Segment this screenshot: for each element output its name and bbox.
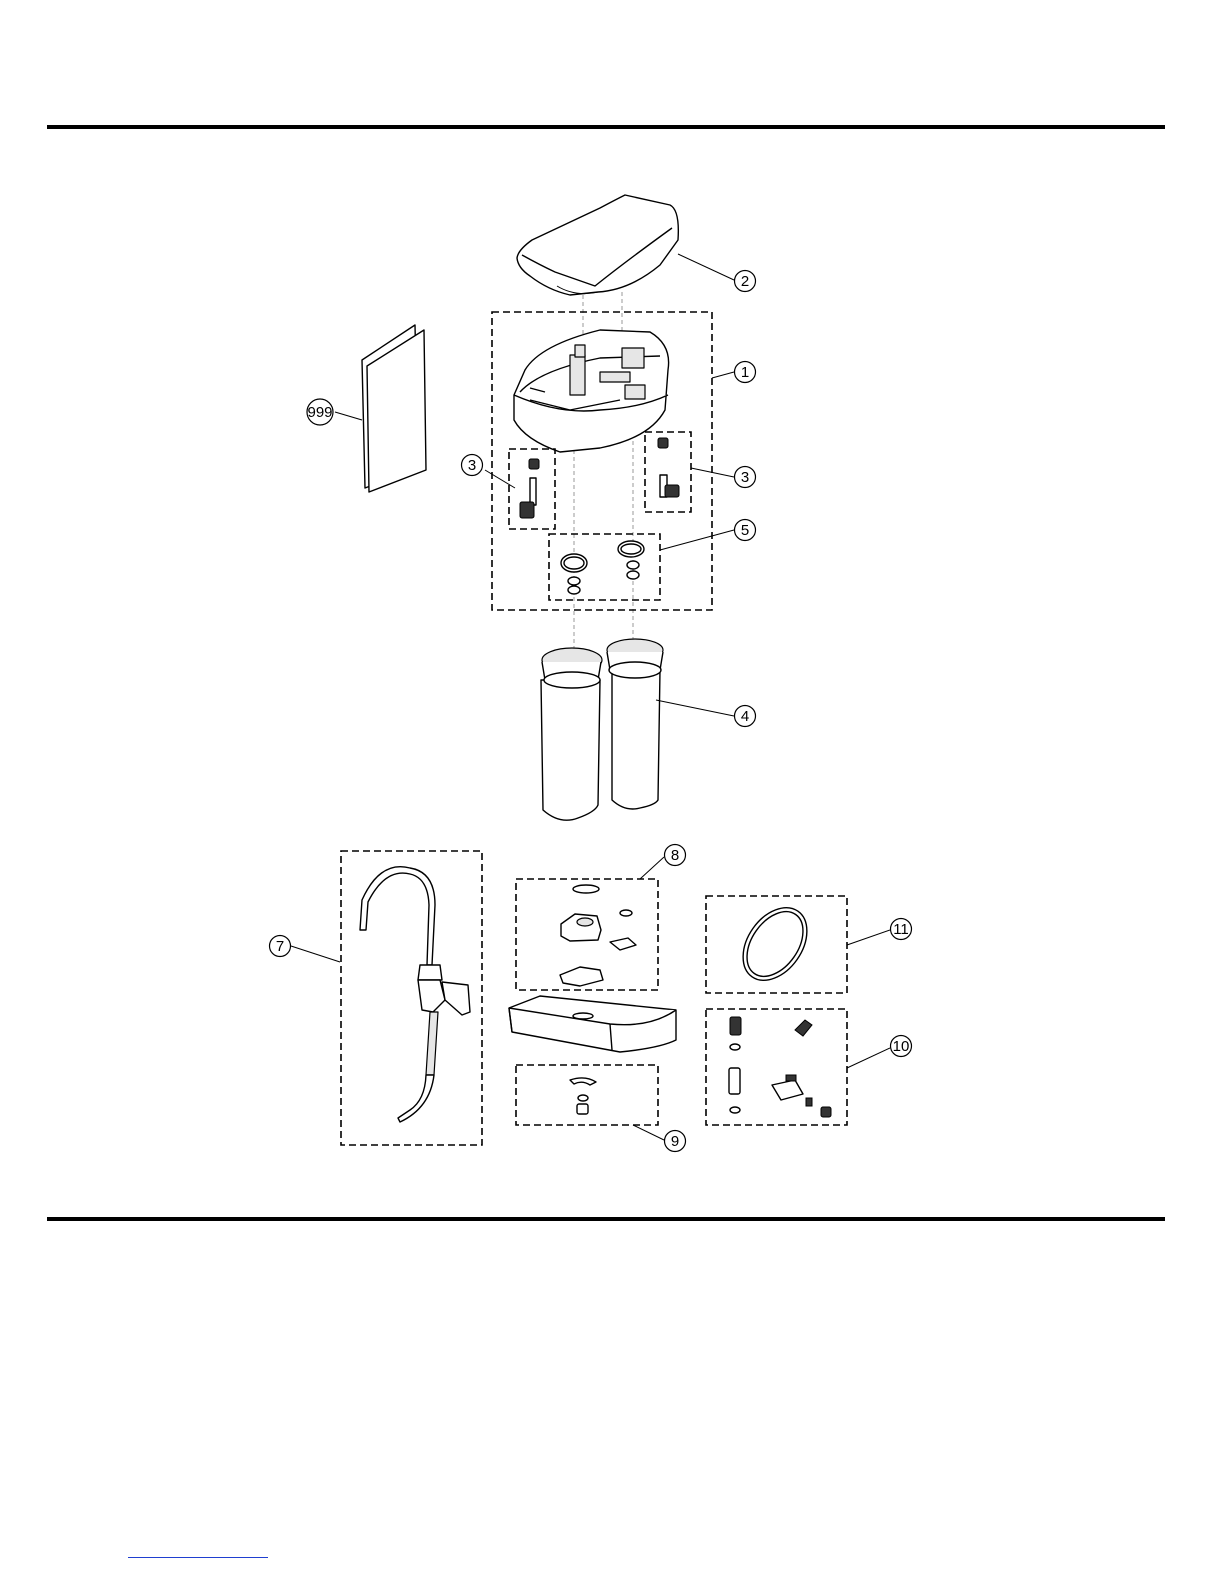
callout-cover: 2 [735,271,756,292]
callout-cartridges: 4 [735,706,756,727]
callout-label: 2 [741,273,749,290]
mount-hardware-box [516,1065,658,1125]
callout-housing: 1 [735,362,756,383]
callout-label: 9 [671,1133,679,1150]
mount-hardware-part[interactable] [570,1078,596,1114]
owners-manual-part[interactable] [362,325,426,492]
callout-valve-kit: 10 [891,1036,912,1057]
tubing-part[interactable] [730,896,820,993]
callout-label: 1 [741,364,749,381]
fitting-left-part[interactable] [520,459,539,518]
callout-manual: 999 [307,399,333,425]
callout-label: 999 [307,404,332,421]
callout-label: 11 [893,921,909,938]
callout-label: 7 [276,938,284,955]
callout-faucet-mount-kit: 8 [665,845,686,866]
callout-seal-kit: 5 [735,520,756,541]
housing-part[interactable] [514,330,669,452]
callout-label: 3 [741,469,749,486]
cover-lid-part[interactable] [517,195,678,295]
valve-kit-part[interactable] [729,1017,831,1117]
callout-faucet: 7 [270,936,291,957]
callout-label: 5 [741,522,749,539]
callout-fitting-right: 3 [735,467,756,488]
countertop-block [509,996,676,1052]
faucet-part[interactable] [360,867,470,1122]
callout-label: 3 [468,457,476,474]
faucet-mount-kit-part[interactable] [560,885,636,986]
seal-kit-part[interactable] [561,541,644,594]
callout-mount-hardware: 9 [665,1131,686,1152]
fitting-right-part[interactable] [658,438,679,497]
callout-label: 4 [741,708,749,725]
callout-label: 10 [893,1038,910,1055]
filter-cartridges-part[interactable] [541,639,663,820]
callout-label: 8 [671,847,679,864]
callout-fitting-left: 3 [462,455,483,476]
callout-tubing: 11 [891,919,912,940]
